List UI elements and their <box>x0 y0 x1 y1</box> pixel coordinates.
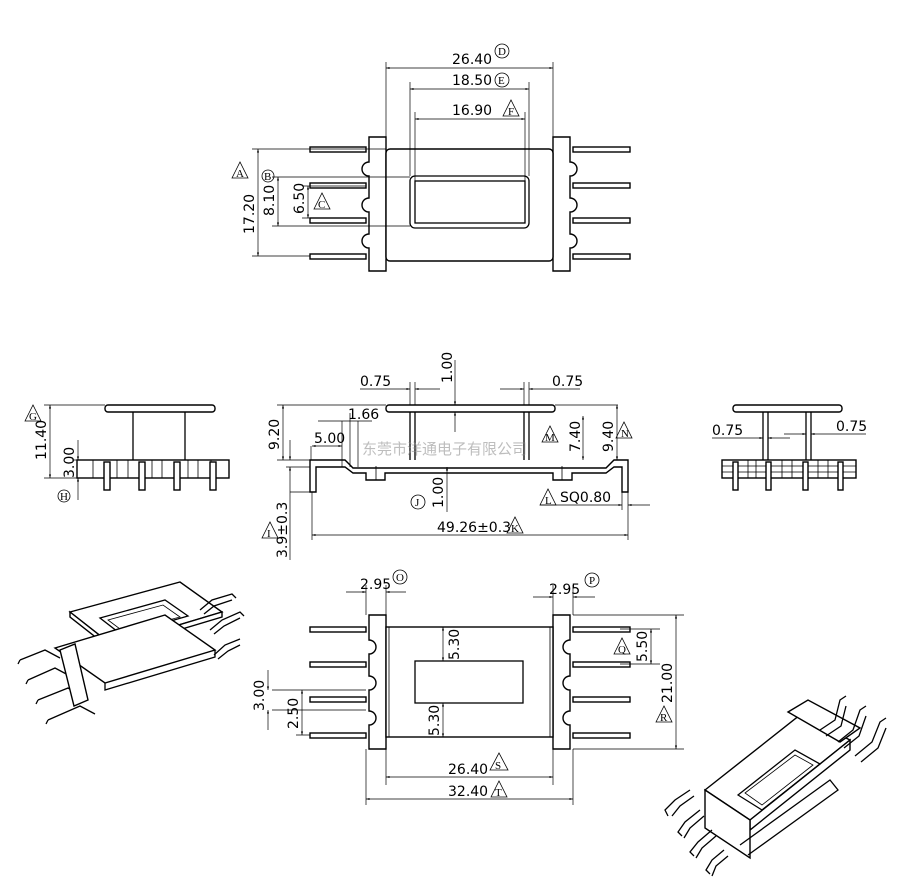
tag-q-triangle: Q <box>613 637 631 656</box>
tag-b-circle: B <box>261 169 275 183</box>
svg-text:R: R <box>660 712 668 724</box>
tag-t-triangle: T <box>490 780 508 799</box>
dim-21-00: 21.00 <box>660 663 676 703</box>
dim-3-00: 3.00 <box>252 680 268 711</box>
right-side-view: 0.75 0.75 <box>712 404 867 491</box>
isometric-view-right <box>664 695 887 877</box>
tag-s-triangle: S <box>489 752 509 772</box>
svg-text:L: L <box>545 495 552 507</box>
svg-text:M: M <box>545 432 555 444</box>
dim-6-50: 6.50 <box>292 183 308 214</box>
pins-right <box>572 146 631 260</box>
svg-text:F: F <box>508 106 514 118</box>
tag-m-triangle: M <box>541 425 559 444</box>
dim-sq0-80: SQ0.80 <box>560 490 611 506</box>
svg-text:B: B <box>264 171 271 183</box>
dim-32-40: 32.40 <box>448 784 488 800</box>
dim-0-75-right: 0.75 <box>552 374 583 390</box>
dim-3-9: 3.9±0.3 <box>275 502 291 558</box>
dim-2-95-left: 2.95 <box>360 577 391 593</box>
dim-26-40: 26.40 <box>452 52 492 68</box>
watermark: 东莞市洋通电子有限公司 <box>362 440 527 458</box>
flange-right <box>552 136 578 272</box>
dim-1-00-bottom: 1.00 <box>431 477 447 508</box>
dim-1-00-top: 1.00 <box>440 352 456 383</box>
tag-f-triangle: F <box>502 99 520 118</box>
dim-5-30-top: 5.30 <box>447 629 463 660</box>
svg-text:K: K <box>511 523 519 535</box>
tag-r-triangle: R <box>655 705 673 724</box>
svg-text:A: A <box>236 168 244 180</box>
tag-i-triangle: I <box>261 521 279 540</box>
dim-5-50: 5.50 <box>635 631 651 662</box>
dim-5-00: 5.00 <box>314 431 345 447</box>
svg-text:N: N <box>621 428 629 440</box>
tag-j-circle: J <box>410 494 426 510</box>
dim-0-75-left: 0.75 <box>712 423 743 439</box>
dim-26-40: 26.40 <box>448 762 488 778</box>
dim-2-50: 2.50 <box>286 698 302 729</box>
svg-text:H: H <box>60 491 68 503</box>
tag-h-circle: H <box>57 489 71 503</box>
svg-text:J: J <box>415 497 420 509</box>
svg-text:P: P <box>589 575 595 587</box>
dim-5-30-bottom: 5.30 <box>427 705 443 736</box>
flange-left <box>361 136 387 272</box>
svg-text:G: G <box>29 411 37 423</box>
svg-text:Q: Q <box>618 644 626 656</box>
pins-right <box>572 626 631 739</box>
dim-1-66: 1.66 <box>348 407 379 423</box>
tag-a-triangle: A <box>231 161 249 180</box>
front-view: 东莞市洋通电子有限公司 0.75 0.75 1.00 1.66 5.00 9.2… <box>261 352 650 560</box>
left-side-view: 11.40 3.00 G H <box>24 404 230 503</box>
svg-text:C: C <box>318 199 325 211</box>
dim-2-95-right: 2.95 <box>549 582 580 598</box>
dim-0-75-left: 0.75 <box>360 374 391 390</box>
svg-text:O: O <box>396 572 404 584</box>
tag-c-triangle: C <box>313 192 331 211</box>
dim-3-00: 3.00 <box>62 447 78 478</box>
dim-17-20: 17.20 <box>242 194 258 234</box>
tag-e-circle: E <box>494 72 510 88</box>
dim-7-40: 7.40 <box>568 421 584 452</box>
dim-11-40: 11.40 <box>34 420 50 460</box>
dim-9-20: 9.20 <box>267 419 283 450</box>
dim-9-40: 9.40 <box>601 421 617 452</box>
tag-g-triangle: G <box>24 404 42 423</box>
isometric-view-left <box>17 581 245 725</box>
svg-text:I: I <box>267 528 271 540</box>
bottom-view: 2.95 2.95 5.30 5.30 5.50 21.00 3.00 2.50… <box>252 569 684 805</box>
dim-0-75-right: 0.75 <box>836 419 867 435</box>
svg-text:T: T <box>495 787 502 799</box>
dim-8-10: 8.10 <box>262 185 278 216</box>
dim-18-50: 18.50 <box>452 73 492 89</box>
dim-49-26: 49.26±0.3 <box>437 520 511 536</box>
svg-text:D: D <box>498 46 506 58</box>
svg-text:E: E <box>498 75 505 87</box>
tag-k-triangle: K <box>506 516 524 535</box>
pins-left <box>309 626 367 739</box>
tag-l-triangle: L <box>539 488 557 507</box>
tag-o-circle: O <box>392 569 408 585</box>
tag-d-circle: D <box>494 43 510 59</box>
top-view: 26.40 18.50 16.90 17.20 8.10 6.50 A B C … <box>231 43 631 272</box>
tag-p-circle: P <box>584 572 600 588</box>
dim-16-90: 16.90 <box>452 103 492 119</box>
svg-text:S: S <box>495 760 501 772</box>
tag-n-triangle: N <box>615 421 633 440</box>
